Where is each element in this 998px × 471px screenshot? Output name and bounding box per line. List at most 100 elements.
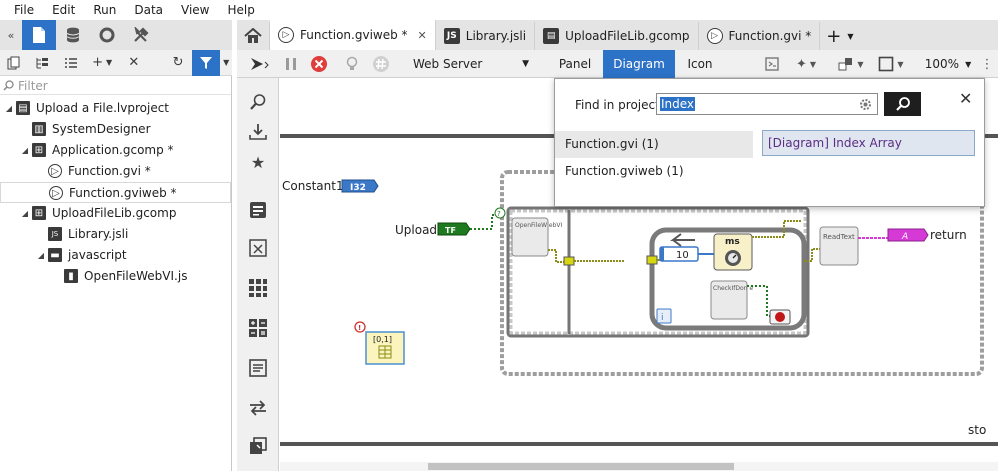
align-button[interactable]: ▼ xyxy=(833,50,869,78)
find-result-item[interactable]: Function.gvi (1) xyxy=(555,131,753,158)
upload-boolean-terminal[interactable]: TF xyxy=(437,222,471,236)
close-icon[interactable]: ✕ xyxy=(417,28,427,42)
expand-arrow-icon[interactable]: ◢ xyxy=(21,209,29,218)
collapse-panel-button[interactable]: « xyxy=(7,28,15,42)
zoom-select[interactable]: 100%▼ xyxy=(924,57,972,71)
return-string-terminal[interactable]: A xyxy=(887,228,929,242)
tree-item[interactable]: ◢⊞Application.gcomp * xyxy=(0,140,231,161)
wait-ms-node[interactable]: ms xyxy=(713,233,753,271)
find-result-item[interactable]: Function.gviweb (1) xyxy=(565,164,684,178)
menu-view[interactable]: View xyxy=(181,3,210,17)
webvi-icon: ▷ xyxy=(49,186,63,200)
tree-item[interactable]: ◢▬javascript xyxy=(0,245,231,266)
math-palette-icon[interactable] xyxy=(245,316,271,340)
read-text-node-label: ReadText xyxy=(823,233,855,241)
grid-palette-icon[interactable] xyxy=(245,276,271,300)
timing-palette-icon[interactable] xyxy=(245,434,271,458)
run-button[interactable] xyxy=(245,50,275,78)
document-tab[interactable]: ▷Function.gvi * xyxy=(698,22,821,50)
view-tab-icon[interactable]: Icon xyxy=(687,57,713,71)
tree-item[interactable]: ▮OpenFileWebVI.js xyxy=(0,266,231,287)
database-view-button[interactable] xyxy=(56,20,90,50)
filter-placeholder: Filter xyxy=(18,78,48,93)
array-palette-icon[interactable] xyxy=(245,236,271,260)
tree-item-label: javascript xyxy=(68,248,127,262)
refresh-icon[interactable]: ↻ xyxy=(172,55,184,70)
document-tab[interactable]: ▷Function.gviweb *✕ xyxy=(270,20,436,50)
lightbulb-icon[interactable] xyxy=(341,50,363,78)
horizontal-scrollbar-thumb[interactable] xyxy=(428,463,734,470)
new-tab-button[interactable]: +▼ xyxy=(820,22,860,50)
more-options-icon[interactable]: ⋮ xyxy=(980,56,994,72)
vi-icon: ▷ xyxy=(48,164,62,178)
iteration-terminal[interactable]: i xyxy=(656,308,672,324)
chevron-down-icon: ▼ xyxy=(522,59,529,69)
document-tab[interactable]: ▤UploadFileLib.gcomp xyxy=(535,22,699,50)
check-if-done-node[interactable]: CheckIfDon e xyxy=(710,280,753,320)
tree-item[interactable]: ▥SystemDesigner xyxy=(0,119,231,140)
target-select-value: Web Server xyxy=(413,57,483,71)
open-file-webvi-node[interactable]: OpenFileW ebVI xyxy=(511,217,563,257)
loop-arrow-icon xyxy=(670,233,695,247)
copy-icon[interactable] xyxy=(0,50,28,76)
stop-terminal[interactable] xyxy=(769,309,791,325)
expand-arrow-icon[interactable]: ◢ xyxy=(37,251,45,260)
array-constant[interactable]: ! [0,1] xyxy=(354,321,405,365)
tools-view-button[interactable] xyxy=(124,20,158,50)
abort-button[interactable] xyxy=(307,50,331,78)
svg-text:?: ? xyxy=(497,210,501,218)
hash-icon[interactable] xyxy=(369,50,393,78)
tree-item[interactable]: ◢▤Upload a File.lvproject xyxy=(0,98,231,119)
chevron-down-icon[interactable]: ▼ xyxy=(223,58,230,67)
search-icon[interactable] xyxy=(245,90,271,114)
menu-file[interactable]: File xyxy=(14,3,35,17)
comparison-palette-icon[interactable] xyxy=(245,396,271,420)
wait-ms-constant[interactable]: 10 xyxy=(659,246,699,262)
hardware-view-button[interactable] xyxy=(90,20,124,50)
sparkle-icon[interactable]: ✦▼ xyxy=(795,56,817,72)
filter-input[interactable]: Filter xyxy=(0,77,231,95)
numeric-palette-icon[interactable] xyxy=(245,198,271,222)
menu-help[interactable]: Help xyxy=(227,3,255,17)
menu-run[interactable]: Run xyxy=(93,3,117,17)
tree-item[interactable]: ▷Function.gviweb * xyxy=(0,182,231,203)
gear-icon[interactable] xyxy=(859,98,872,111)
i32-constant[interactable]: I32 xyxy=(341,179,379,193)
pause-icon[interactable] xyxy=(279,50,303,78)
expand-arrow-icon[interactable]: ◢ xyxy=(5,104,13,113)
menu-edit[interactable]: Edit xyxy=(52,3,76,17)
find-search-button[interactable] xyxy=(884,92,921,116)
border-button[interactable]: ▼ xyxy=(873,50,909,78)
delete-icon[interactable]: ✕ xyxy=(128,55,140,70)
expand-arrow-icon[interactable]: ◢ xyxy=(21,146,29,155)
project-panel-toolbar: « xyxy=(0,20,232,50)
close-icon[interactable]: ✕ xyxy=(959,89,973,108)
view-tab-diagram[interactable]: Diagram xyxy=(603,50,675,78)
tree-item[interactable]: ◢⊞UploadFileLib.gcomp xyxy=(0,203,231,224)
filter-button[interactable] xyxy=(192,49,221,76)
list-view-icon[interactable] xyxy=(56,50,84,76)
add-item-button[interactable]: +▼ xyxy=(92,55,113,70)
files-view-button[interactable] xyxy=(22,20,56,50)
tree-item[interactable]: ▷Function.gvi * xyxy=(0,161,231,182)
tree-view-icon[interactable] xyxy=(28,50,56,76)
target-select[interactable]: Web Server ▼ xyxy=(409,50,533,78)
menu-data[interactable]: Data xyxy=(134,3,164,17)
string-palette-icon[interactable] xyxy=(245,356,271,380)
star-icon[interactable]: ★ xyxy=(250,152,266,172)
return-label: return xyxy=(930,228,967,242)
download-icon[interactable] xyxy=(245,120,271,144)
find-match-item[interactable]: [Diagram] Index Array xyxy=(762,130,975,156)
document-tab-label: Function.gviweb * xyxy=(300,28,408,42)
snippet-icon[interactable] xyxy=(759,50,785,78)
upload-label: Upload xyxy=(395,223,437,237)
view-tab-panel[interactable]: Panel xyxy=(558,57,592,71)
square-icon xyxy=(879,56,894,72)
find-input[interactable]: Index xyxy=(656,93,878,115)
read-text-node[interactable]: ReadText xyxy=(819,226,859,266)
case-selector-icon[interactable] xyxy=(494,207,506,219)
home-tab[interactable] xyxy=(237,22,270,50)
